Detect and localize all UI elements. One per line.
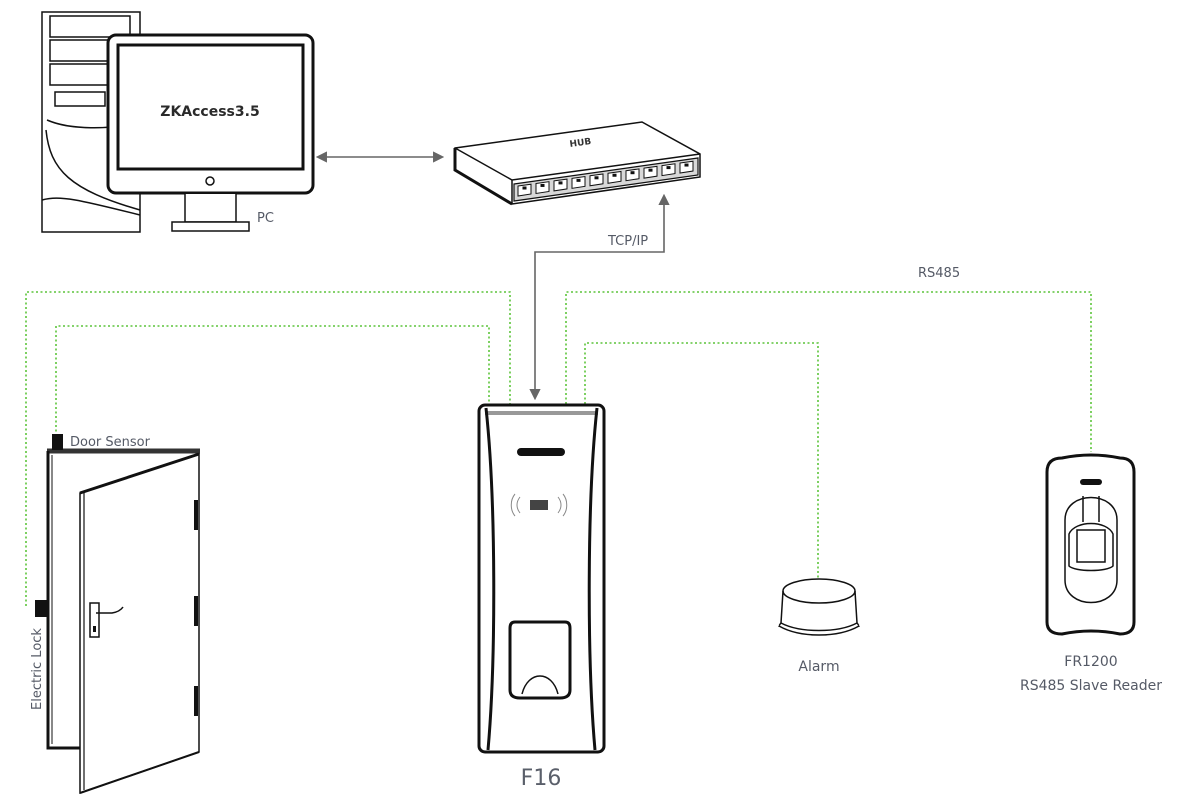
hub-port <box>607 170 622 184</box>
hub-port <box>571 175 586 189</box>
fingerprint-sensor <box>508 620 572 700</box>
rs485-wire <box>565 291 1092 452</box>
hub-ports <box>513 157 699 202</box>
tcpip-connection <box>529 193 670 401</box>
power-button-icon <box>205 176 215 186</box>
hub-port <box>517 183 532 197</box>
controller-label: F16 <box>521 766 562 791</box>
hub-port <box>553 178 568 192</box>
tcpip-label: TCP/IP <box>607 234 648 249</box>
fr1200-reader-icon <box>1045 453 1136 636</box>
hub-port <box>535 181 550 195</box>
hub-port <box>625 168 640 182</box>
pc-label: PC <box>257 211 274 226</box>
hub-port-latch <box>648 168 653 172</box>
hub-port <box>661 163 676 177</box>
door-sensor-wire <box>55 325 490 436</box>
door-handle <box>89 602 124 638</box>
monitor-bezel <box>106 33 315 195</box>
hub-port-latch <box>612 173 617 177</box>
monitor-stand <box>171 221 250 232</box>
hub-port-latch <box>540 183 545 187</box>
hub-port-latch <box>594 176 599 180</box>
slave-reader-type-label: RS485 Slave Reader <box>1020 678 1162 694</box>
hub-port-latch <box>684 163 689 167</box>
hub-port <box>679 160 694 174</box>
led-indicator <box>517 448 565 456</box>
hub-port-latch <box>630 171 635 175</box>
hub-label: HUB <box>569 137 592 150</box>
door-sensor-label: Door Sensor <box>70 435 151 450</box>
alarm-wire <box>584 342 819 580</box>
hub-port-latch <box>558 181 563 185</box>
screen-app-name: ZKAccess3.5 <box>160 104 259 120</box>
hub-port-latch <box>666 166 671 170</box>
door-sensor-icon <box>52 434 63 450</box>
alarm-label: Alarm <box>798 659 839 675</box>
slave-reader-model-label: FR1200 <box>1064 654 1117 670</box>
hub-icon: HUB <box>453 121 701 206</box>
hub-port-latch <box>522 186 527 190</box>
alarm-siren-icon <box>778 578 860 636</box>
electric-lock-label: Electric Lock <box>30 628 45 710</box>
rfid-icon <box>510 493 568 517</box>
electric-lock-icon <box>35 600 48 617</box>
rs485-label: RS485 <box>918 266 960 281</box>
hub-port <box>643 165 658 179</box>
door-icon: Door Sensor Electric Lock <box>30 434 200 795</box>
hub-port-latch <box>576 178 581 182</box>
f16-controller-icon: F16 <box>477 403 606 791</box>
pc-icon: ZKAccess3.5 PC <box>41 11 315 233</box>
monitor-screen <box>116 43 305 171</box>
hub-port <box>589 173 604 187</box>
